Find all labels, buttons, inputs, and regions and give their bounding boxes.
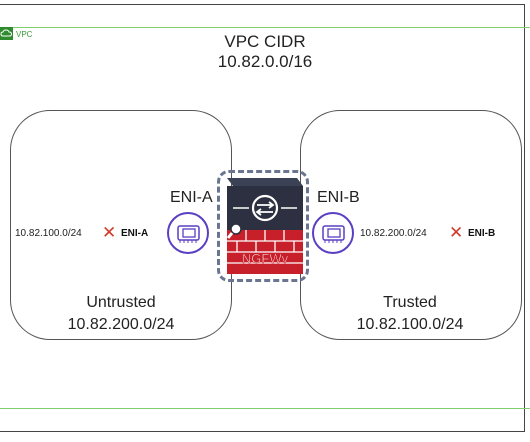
eni-b-label: ENI-B (317, 189, 360, 206)
firewall-selection-outline (217, 170, 309, 282)
trusted-zone-cidr: 10.82.100.0/24 (356, 316, 464, 333)
eni-a-label: ENI-A (170, 189, 213, 206)
firewall-router-icon: NGFWv (226, 178, 303, 274)
outer-frame (0, 4, 525, 432)
vpc-tag: VPC (16, 30, 33, 39)
blocked-mark: ✕ (449, 223, 464, 242)
trusted-route-target: ENI-B (468, 228, 496, 239)
trusted-zone-name: Trusted (383, 294, 437, 311)
firewall-label: NGFWv (242, 251, 289, 266)
network-interface-icon (167, 212, 209, 254)
blocked-mark: ✕ (102, 223, 117, 242)
vpc-boundary (0, 27, 530, 409)
untrusted-zone-name: Untrusted (86, 294, 156, 311)
cloud-icon (0, 27, 13, 40)
untrusted-zone-cidr: 10.82.200.0/24 (67, 316, 175, 333)
untrusted-route-destination: 10.82.100.0/24 (15, 228, 82, 239)
vpc-cidr-value: 10.82.0.0/16 (217, 52, 313, 71)
network-interface-icon (312, 212, 354, 254)
trusted-route-destination: 10.82.200.0/24 (360, 228, 427, 239)
vpc-cidr-title: VPC CIDR (224, 32, 306, 51)
untrusted-route-target: ENI-A (121, 228, 149, 239)
